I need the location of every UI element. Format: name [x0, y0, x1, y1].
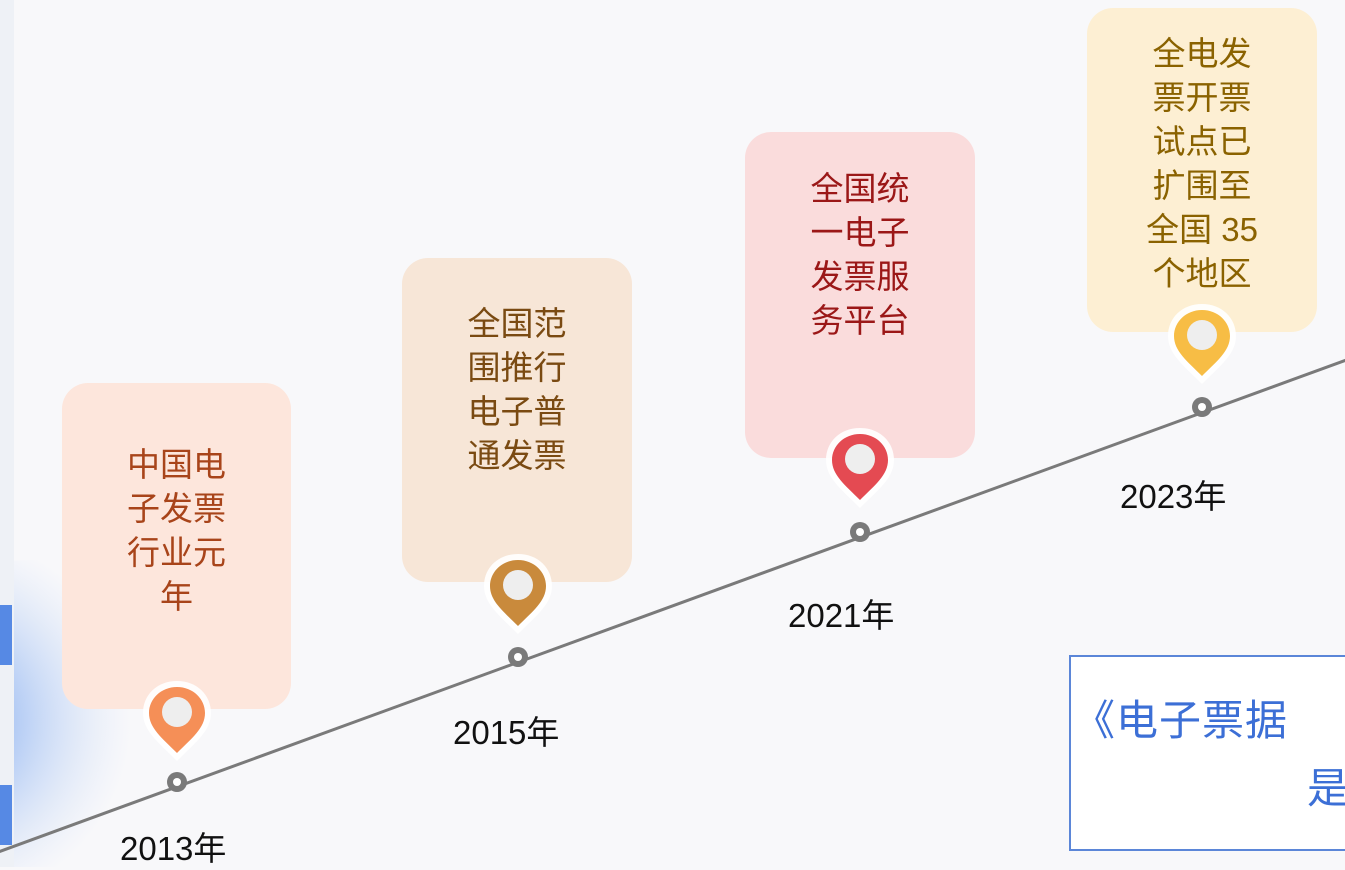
timeline-node — [850, 522, 870, 542]
year-label-2023: 2023年 — [1120, 478, 1227, 515]
map-pin-icon — [484, 554, 552, 634]
note-line-2: 是 — [1307, 765, 1345, 812]
milestone-text: 中国电 子发票 行业元 年 — [127, 446, 226, 615]
map-pin-icon — [1168, 304, 1236, 384]
map-pin-icon — [143, 681, 211, 761]
map-pin-icon — [826, 428, 894, 508]
timeline-node — [1192, 397, 1212, 417]
year-label-2013: 2013年 — [120, 830, 227, 867]
year-label-2015: 2015年 — [453, 714, 560, 751]
milestone-card-2013: 中国电 子发票 行业元 年 — [62, 383, 291, 709]
milestone-text: 全国范 围推行 电子普 通发票 — [467, 305, 567, 474]
milestone-text: 全国统 一电子 发票服 务平台 — [810, 170, 910, 339]
timeline-node — [508, 647, 528, 667]
milestone-text: 全电发 票开票 试点已 扩围至 全国 35 个地区 — [1146, 35, 1258, 292]
note-line-1: 《电子票据 — [1073, 697, 1289, 744]
timeline-node — [167, 772, 187, 792]
milestone-card-2021: 全国统 一电子 发票服 务平台 — [745, 132, 975, 458]
year-label-2021: 2021年 — [788, 597, 895, 634]
milestone-card-2023: 全电发 票开票 试点已 扩围至 全国 35 个地区 — [1087, 8, 1317, 332]
note-box: 《电子票据 是 — [1069, 655, 1345, 851]
milestone-card-2015: 全国范 围推行 电子普 通发票 — [402, 258, 632, 582]
